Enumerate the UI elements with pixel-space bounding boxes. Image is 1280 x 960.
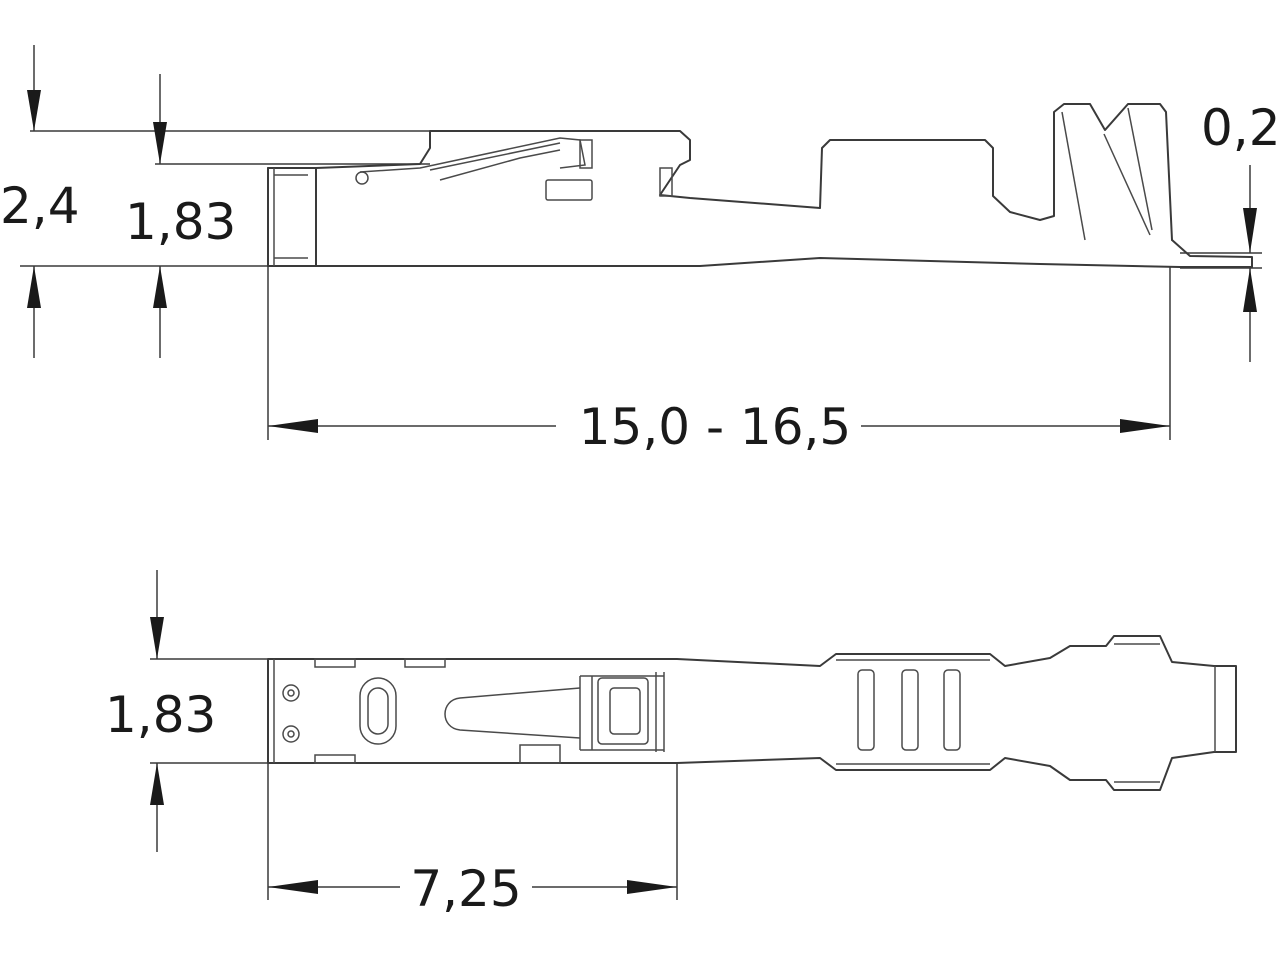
dim-contact-length [268, 860, 677, 916]
label-height-total: 2,4 [0, 177, 80, 235]
dim-length [268, 398, 1170, 454]
dim-height-total [27, 45, 41, 358]
label-length: 15,0 - 16,5 [579, 398, 852, 456]
dim-height-body [153, 74, 167, 358]
top-view: 1,83 7,25 [105, 570, 1237, 918]
dim-width [150, 570, 164, 852]
side-view: 2,4 1,83 0,2 15,0 - 16,5 [0, 45, 1280, 456]
contact-side-outline [267, 103, 1253, 268]
label-thickness: 0,2 [1201, 99, 1280, 157]
label-width: 1,83 [105, 686, 216, 744]
contact-top-outline [267, 635, 1237, 791]
dim-thickness [1243, 165, 1257, 362]
label-contact-length: 7,25 [410, 860, 521, 918]
label-height-body: 1,83 [125, 193, 236, 251]
